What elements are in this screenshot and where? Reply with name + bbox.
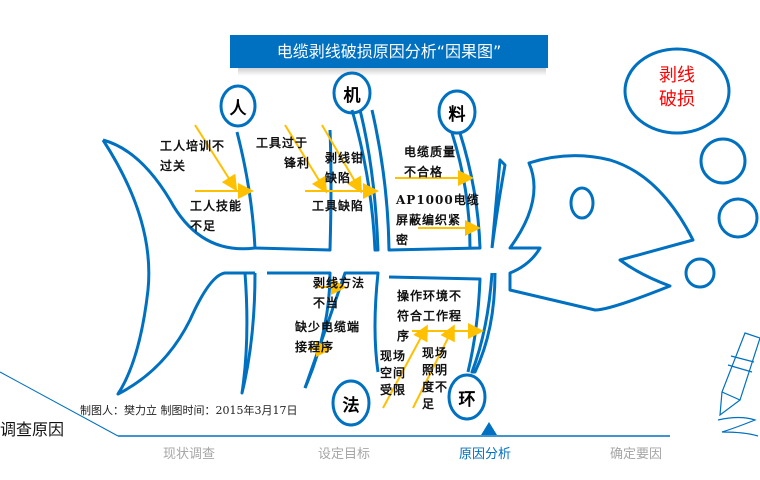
step-determine-cause[interactable]: 确定要因	[610, 447, 663, 462]
cause-line: 操作环境不	[397, 289, 463, 303]
cause-machine-defect: 工具缺陷	[312, 196, 364, 216]
cause-env-space: 现场空间受限	[380, 349, 407, 397]
cause-line: 接程序	[295, 340, 335, 354]
cause-method-improper: 剥线方法 不当	[313, 273, 365, 313]
step-cause-analysis[interactable]: 原因分析	[459, 447, 512, 462]
cause-line: 过关	[160, 159, 187, 173]
cause-line: 密	[396, 233, 410, 247]
category-machine: 机	[343, 86, 361, 106]
category-people: 人	[229, 99, 247, 119]
cause-env-noncompliant: 操作环境不 符合工作程 序	[397, 286, 462, 346]
category-method: 法	[342, 396, 360, 416]
tail-upper	[102, 138, 256, 251]
cause-line: 不当	[313, 296, 340, 310]
cause-method-no-procedure: 缺少电缆端 接程序	[295, 317, 360, 357]
cause-line: 剥线钳	[325, 151, 365, 165]
step-set-target[interactable]: 设定目标	[318, 447, 371, 462]
cause-machine-stripper: 剥线钳 缺陷	[325, 148, 364, 188]
section-label: 调查原因	[0, 420, 65, 439]
effect-bubble	[623, 47, 731, 135]
cause-line: 序	[397, 329, 411, 343]
cause-line: 缺少电缆端	[295, 320, 361, 334]
effect-label: 剥线 破损	[637, 64, 717, 112]
active-step-pointer	[481, 422, 497, 435]
cause-line: 符合工作程	[397, 309, 463, 323]
cause-line: 工具过于	[256, 136, 309, 150]
cause-line: 工具缺陷	[312, 199, 365, 213]
cause-machine-sharp: 工具过于 锋利	[256, 133, 310, 173]
category-material: 料	[448, 105, 466, 125]
cause-line: 屏蔽编织紧	[396, 213, 462, 227]
effect-line-2: 破损	[659, 89, 695, 110]
cause-material-ap1000: AP1000电缆 屏蔽编织紧 密	[396, 190, 480, 250]
category-environment: 环	[458, 390, 476, 410]
effect-line-1: 剥线	[659, 65, 695, 86]
cause-line: 锋利	[284, 156, 311, 170]
cause-line: 不足	[190, 219, 217, 233]
cause-line: 工人培训不	[160, 139, 226, 153]
cause-line: 缺陷	[325, 171, 352, 185]
cause-line: 剥线方法	[313, 276, 366, 290]
credit-text: 制图人：樊力立 制图时间：2015年3月17日	[80, 404, 298, 417]
diagram-title: 电缆剥线破损原因分析“因果图”	[230, 35, 548, 68]
cause-line: 不合格	[404, 165, 444, 179]
cause-people-training: 工人培训不 过关	[160, 136, 225, 176]
cause-people-skill: 工人技能 不足	[190, 196, 242, 236]
cause-line: 工人技能	[190, 199, 243, 213]
step-current-status[interactable]: 现状调查	[163, 447, 216, 462]
cause-material-quality: 电缆质量 不合格	[404, 142, 456, 182]
pencil-icon	[717, 332, 760, 437]
cause-line: AP1000电缆	[396, 193, 480, 207]
cause-env-lighting: 现场照明度不足	[422, 346, 449, 411]
title-shadow	[238, 68, 546, 76]
cause-line: 电缆质量	[404, 145, 457, 159]
tail-lower	[101, 139, 255, 396]
